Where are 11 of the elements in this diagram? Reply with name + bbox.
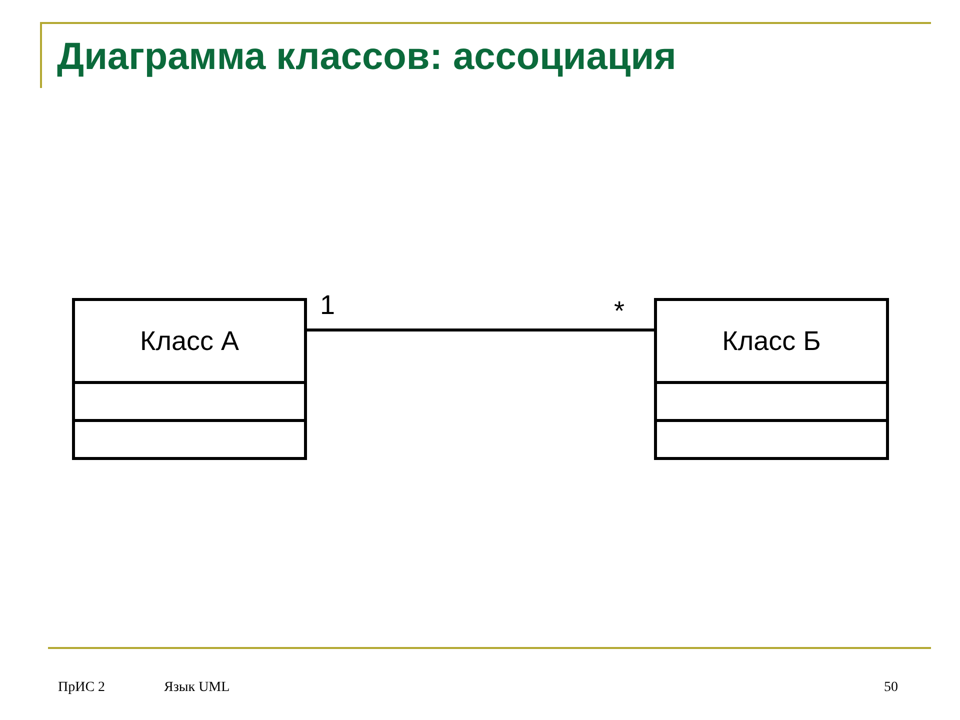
slide-title: Диаграмма классов: ассоциация	[57, 38, 676, 76]
footer-text: ПрИС 2	[58, 681, 106, 695]
multiplicity-label: *	[614, 298, 625, 325]
class-name: Класс Б	[722, 328, 821, 354]
class-box	[72, 298, 307, 460]
page-number: 50	[884, 681, 898, 695]
class-box	[654, 298, 889, 460]
class-name: Класс А	[140, 328, 239, 354]
association-line	[307, 328, 654, 332]
footer-text: Язык UML	[164, 681, 230, 695]
multiplicity-label: 1	[320, 292, 336, 319]
